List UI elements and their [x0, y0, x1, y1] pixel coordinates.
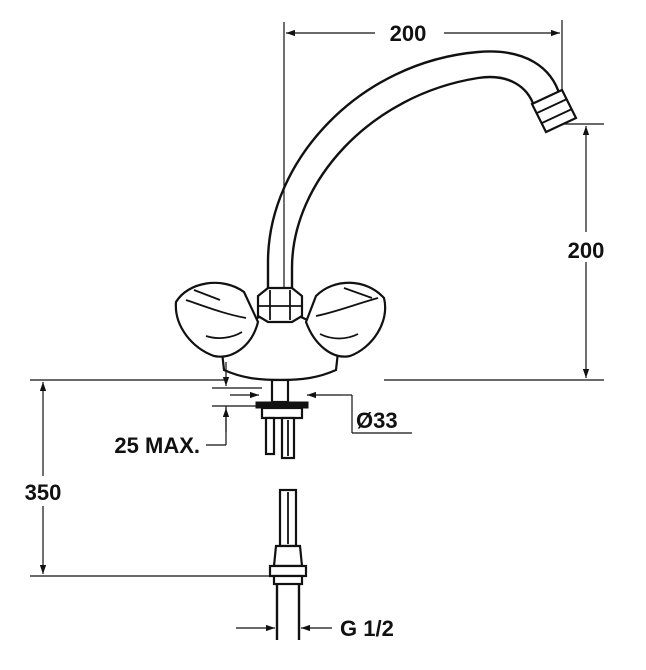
dim-hole-diameter-label: Ø33 — [356, 408, 398, 433]
faucet-spout — [266, 50, 578, 292]
handle-left — [174, 281, 260, 358]
dim-hose-length: 350 — [12, 379, 270, 577]
handle-right — [304, 281, 387, 358]
dim-hole-diameter: Ø33 — [230, 391, 412, 434]
dim-deck-thickness-label: 25 MAX. — [114, 433, 200, 458]
mounting-assembly — [255, 378, 309, 460]
dim-hose-length-label: 350 — [25, 480, 62, 505]
dim-spout-height-label: 200 — [568, 238, 605, 263]
dim-connection-thread-label: G 1/2 — [340, 616, 394, 641]
dim-deck-thickness: 25 MAX. — [114, 362, 262, 458]
dim-spout-reach-label: 200 — [390, 21, 427, 46]
supply-hose — [268, 488, 308, 640]
dim-spout-height: 200 — [384, 123, 618, 381]
dim-spout-reach: 200 — [283, 20, 563, 300]
dim-connection-thread: G 1/2 — [236, 616, 394, 641]
